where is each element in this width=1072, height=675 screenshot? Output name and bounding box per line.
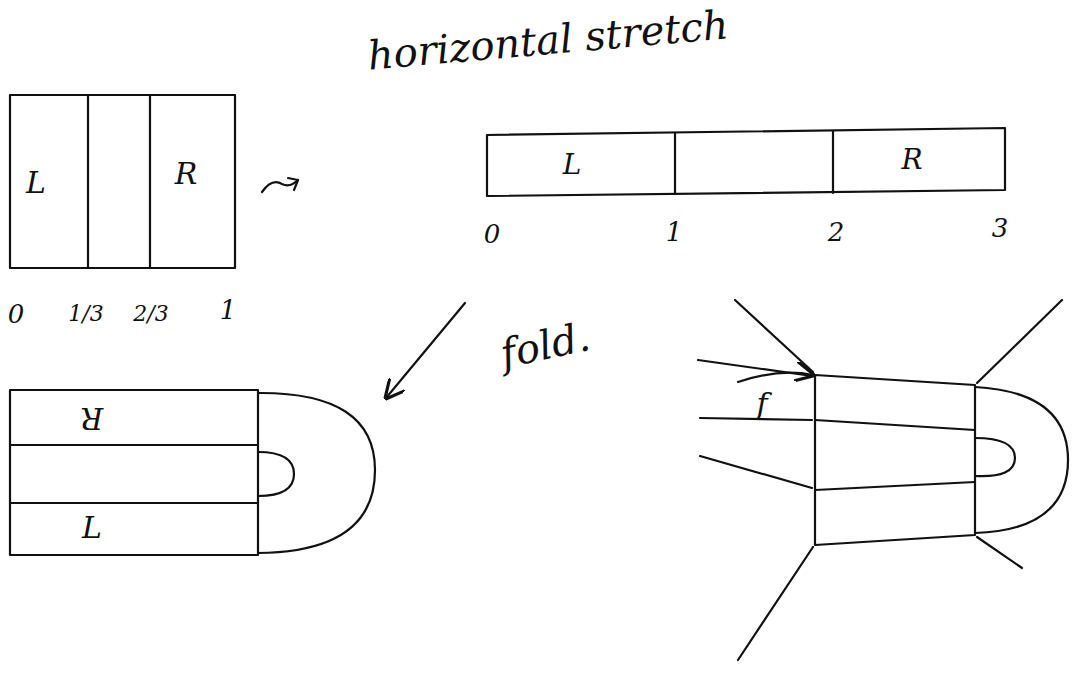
- map-name: f: [756, 389, 767, 419]
- axis-tick: 3: [992, 215, 1009, 241]
- region-letter: R: [901, 146, 922, 174]
- unit-square: [10, 95, 235, 268]
- axis-tick: 0: [484, 221, 501, 247]
- fold-arrow: [386, 303, 465, 398]
- region-letter: L: [26, 168, 46, 198]
- axis-tick: 1: [220, 297, 237, 323]
- stretch-arrow: [262, 180, 298, 192]
- axis-tick: 1: [666, 219, 683, 245]
- stretched-strip: [487, 128, 1005, 196]
- axis-tick: 2: [828, 219, 845, 245]
- region-letter: R: [175, 159, 198, 189]
- region-letter: R: [81, 403, 104, 433]
- axis-tick: 0: [8, 301, 25, 327]
- step-note: fold.: [497, 316, 593, 374]
- step-note: horizontal stretch: [366, 4, 730, 75]
- axis-tick: 2/3: [133, 303, 168, 325]
- region-letter: L: [82, 513, 102, 543]
- region-letter: L: [563, 151, 582, 179]
- axis-tick: 1/3: [68, 303, 103, 325]
- mapped-square: [698, 300, 1068, 660]
- folded-horseshoe: [10, 390, 375, 555]
- stretch-arrow-head: [288, 178, 298, 190]
